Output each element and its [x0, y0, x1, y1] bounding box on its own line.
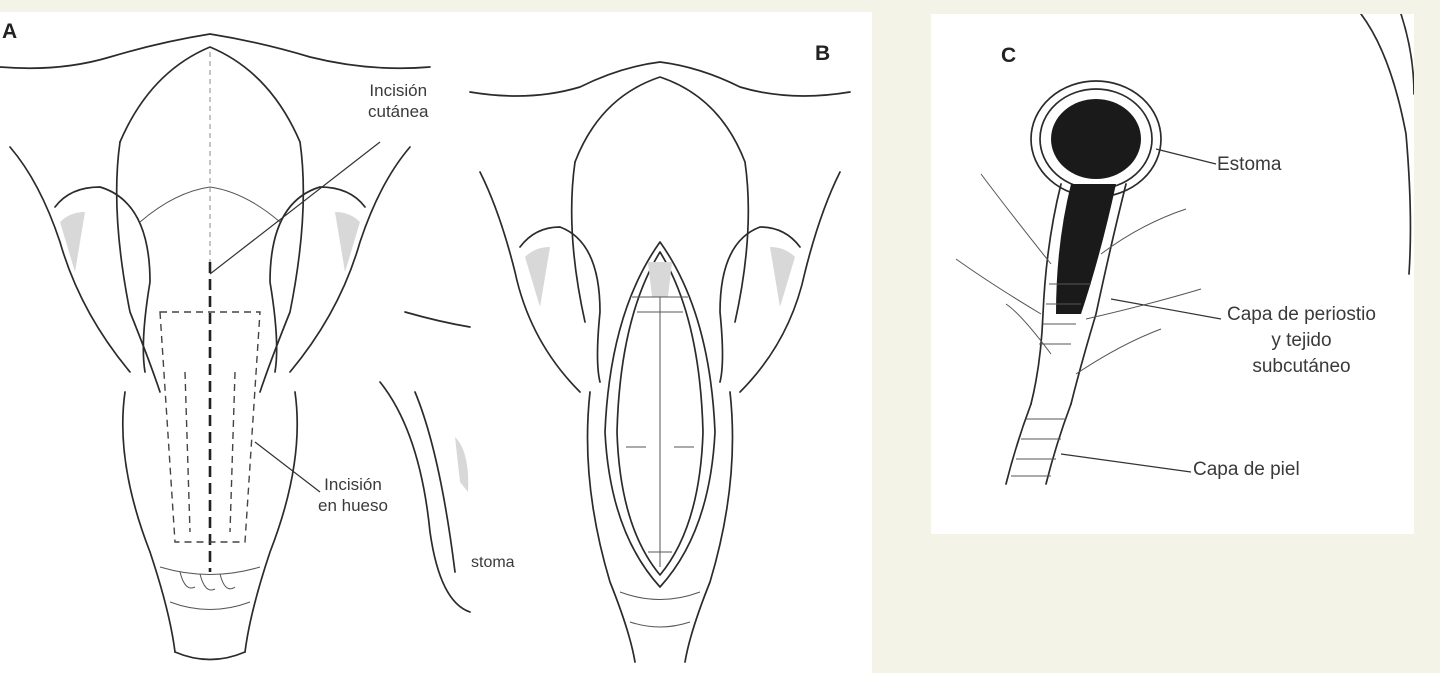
skull-b-drawing: [469, 61, 851, 663]
stoma-closure-illustration: [955, 14, 1414, 485]
label-skin-layer: Capa de piel: [1193, 459, 1300, 480]
label-skin-incision: Incisión cutánea: [368, 81, 429, 121]
skull-a-drawing: [0, 33, 431, 661]
label-stoma: Estoma: [1217, 154, 1282, 175]
skull-illustrations: [0, 33, 851, 663]
label-bone-incision: Incisión en hueso: [318, 475, 388, 515]
label-stoma-partial: stoma: [471, 554, 515, 571]
label-periosteum-layer: Capa de periostio y tejido subcutáneo: [1227, 304, 1376, 377]
panel-letter-c: C: [1001, 44, 1017, 67]
panel-letter-a: A: [2, 20, 18, 43]
stoma-sketch: [379, 311, 471, 613]
figure-panel-c: C Estoma Capa de periostio y tejido subc…: [931, 14, 1414, 534]
figure-panel-ab: A B Incisión cutánea Incisión en hueso s…: [0, 12, 872, 673]
panel-letter-b: B: [815, 42, 831, 65]
stoma-closure-drawing: [955, 14, 1414, 485]
